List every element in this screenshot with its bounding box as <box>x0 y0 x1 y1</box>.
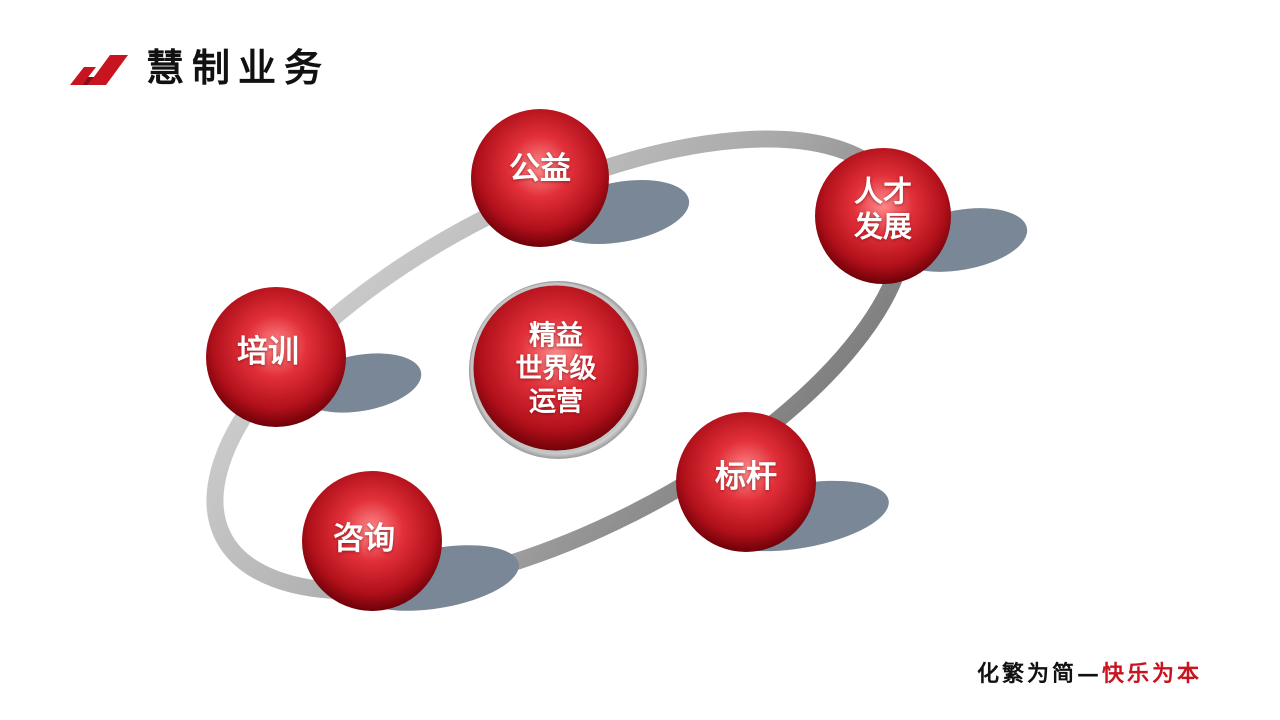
node-rencai[interactable] <box>815 148 951 284</box>
node-label-biaogan: 标杆 <box>715 459 777 496</box>
node-label-peixun: 培训 <box>237 334 299 371</box>
node-label-rencai: 人才 发展 <box>853 174 913 244</box>
node-label-gongyi: 公益 <box>509 151 571 188</box>
center-label: 精益 世界级 运营 <box>515 320 597 418</box>
header: 慧制业务 <box>66 40 330 96</box>
node-zixun[interactable] <box>302 471 442 611</box>
red-parallelogram-logo-icon <box>70 55 128 85</box>
slogan-part1: 化繁为简— <box>976 661 1102 687</box>
center-sphere[interactable] <box>470 282 642 454</box>
node-gongyi[interactable] <box>471 109 609 247</box>
slogan: 化繁为简—快乐为本 <box>977 656 1202 688</box>
slogan-part2: 快乐为本 <box>1101 661 1202 687</box>
node-biaogan[interactable] <box>676 412 816 552</box>
node-label-zixun: 咨询 <box>333 521 395 558</box>
page-title: 慧制业务 <box>146 46 331 90</box>
node-peixun[interactable] <box>206 287 346 427</box>
